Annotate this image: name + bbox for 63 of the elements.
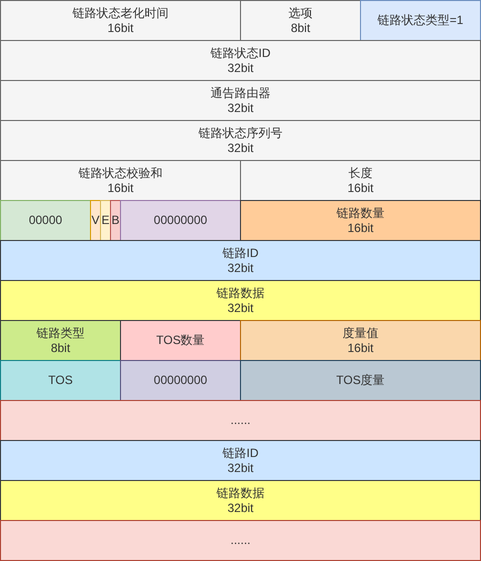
- field-name: E: [101, 213, 110, 228]
- field-size: 16bit: [107, 180, 134, 196]
- field-name: 00000000: [154, 373, 208, 388]
- field-cell: [0, 200, 91, 241]
- field-name: 链路状态类型=1: [378, 13, 464, 28]
- field-size: 32bit: [227, 500, 254, 516]
- field-name: 00000000: [154, 213, 208, 228]
- field-size: 16bit: [347, 180, 374, 196]
- field-name: 00000: [28, 213, 62, 228]
- field-cell: [120, 320, 241, 361]
- field-cell: [0, 0, 241, 41]
- field-cell: [0, 280, 481, 321]
- field-cell: [240, 320, 481, 361]
- field-size: 32bit: [227, 100, 254, 116]
- field-size: 8bit: [290, 20, 310, 36]
- field-size: 32bit: [227, 60, 254, 76]
- field-cell: [240, 0, 361, 41]
- field-cell: [240, 200, 481, 241]
- field-name: TOS数量: [156, 333, 205, 348]
- field-name: 链路ID: [222, 246, 258, 260]
- field-cell: [120, 360, 241, 401]
- field-name: B: [111, 213, 120, 228]
- field-size: 16bit: [347, 220, 374, 236]
- field-size: 32bit: [227, 260, 254, 276]
- field-cell: [0, 240, 481, 281]
- field-size: 16bit: [347, 340, 374, 356]
- field-name: 链路类型: [36, 326, 84, 340]
- field-size: 32bit: [227, 460, 254, 476]
- field-name: 选项: [288, 6, 312, 20]
- field-cell: [0, 480, 481, 521]
- field-cell: [360, 0, 481, 41]
- field-cell: [0, 360, 121, 401]
- field-cell: [0, 400, 481, 441]
- field-name: 通告路由器: [210, 86, 270, 100]
- field-cell: [0, 80, 481, 121]
- field-cell: [0, 160, 241, 201]
- field-name: 链路ID: [222, 446, 258, 460]
- field-cell: [0, 520, 481, 561]
- field-name: 长度: [348, 166, 372, 180]
- field-name: 链路状态老化时间: [72, 6, 168, 20]
- field-name: ......: [230, 533, 250, 548]
- field-cell: [240, 360, 481, 401]
- field-name: TOS度量: [336, 373, 385, 388]
- field-cell: [120, 200, 241, 241]
- field-cell: [0, 320, 121, 361]
- field-cell: [240, 160, 481, 201]
- field-name: 链路状态序列号: [198, 126, 282, 140]
- field-name: 度量值: [342, 326, 378, 340]
- field-name: 链路数量: [336, 206, 384, 220]
- field-cell: [0, 440, 481, 481]
- field-size: 32bit: [227, 300, 254, 316]
- field-name: TOS: [48, 373, 73, 388]
- field-size: 8bit: [50, 340, 70, 356]
- field-name: 链路状态ID: [210, 46, 270, 60]
- field-name: V: [91, 213, 100, 228]
- field-cell: [0, 40, 481, 81]
- field-name: 链路数据: [216, 286, 264, 300]
- field-size: 16bit: [107, 20, 134, 36]
- field-name: 链路数据: [216, 486, 264, 500]
- field-size: 32bit: [227, 140, 254, 156]
- field-name: ......: [230, 413, 250, 428]
- field-name: 链路状态校验和: [78, 166, 162, 180]
- field-cell: [0, 120, 481, 161]
